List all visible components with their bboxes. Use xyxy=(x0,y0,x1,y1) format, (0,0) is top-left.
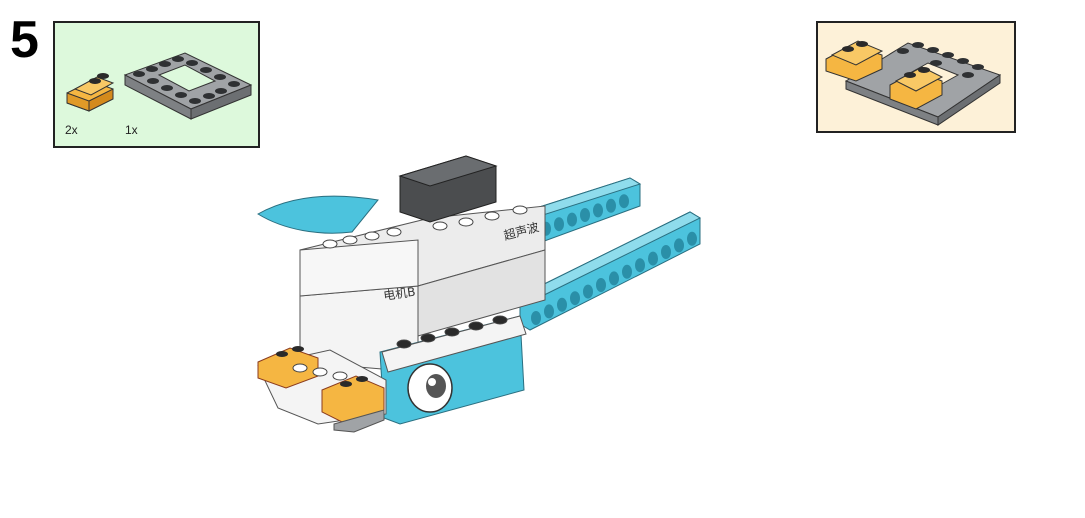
beam-hole xyxy=(596,278,606,292)
beam-hole xyxy=(531,311,541,325)
inverted-slope-brick-icon xyxy=(67,73,113,111)
beam-hole xyxy=(609,271,619,285)
white-front-plate xyxy=(382,316,526,372)
frame-plate-icon xyxy=(125,53,251,119)
beam-hole xyxy=(580,208,590,222)
sub-assembly-callout xyxy=(816,21,1016,133)
beam-hole xyxy=(570,291,580,305)
beam-hole xyxy=(674,238,684,252)
beam-hole xyxy=(606,199,616,213)
part-quantity-1: 2x xyxy=(65,123,78,137)
beam-hole xyxy=(622,265,632,279)
azure-side-plate xyxy=(380,316,524,424)
stud xyxy=(485,212,499,220)
beam-hole xyxy=(661,245,671,259)
beam-hole xyxy=(619,194,629,208)
beam-hole xyxy=(528,226,538,240)
beam-hole xyxy=(515,231,525,245)
beam-hole xyxy=(557,298,567,312)
beam-hole xyxy=(583,285,593,299)
beam-hole xyxy=(593,203,603,217)
front-slope-right xyxy=(322,376,384,432)
beam-hole xyxy=(554,217,564,231)
beam-holes xyxy=(515,194,697,325)
dark-gray-brick xyxy=(400,156,496,222)
beam-hole xyxy=(567,213,577,227)
hub-studs xyxy=(293,206,527,380)
motor-port-label: 电机B xyxy=(382,285,416,303)
stud xyxy=(313,368,327,376)
stud xyxy=(445,328,459,336)
azure-wing xyxy=(258,196,378,233)
stud xyxy=(323,240,337,248)
beam-hole xyxy=(687,232,697,246)
front-slope-left xyxy=(258,346,318,388)
stud xyxy=(343,236,357,244)
stud xyxy=(469,322,483,330)
stud xyxy=(513,206,527,214)
part-quantity-2: 1x xyxy=(125,123,138,137)
parts-list-illustration xyxy=(55,23,258,146)
front-white-bricks xyxy=(258,350,386,424)
smart-hub: 超声波 电机B xyxy=(300,206,545,372)
beam-hole xyxy=(635,258,645,272)
stud xyxy=(365,232,379,240)
azure-beam-lower xyxy=(520,212,700,330)
stud xyxy=(397,340,411,348)
azure-beam-upper xyxy=(505,178,640,250)
stud xyxy=(421,334,435,342)
stud xyxy=(459,218,473,226)
stud xyxy=(387,228,401,236)
stud xyxy=(493,316,507,324)
parts-list-callout: 2x 1x xyxy=(53,21,260,148)
beam-hole xyxy=(544,304,554,318)
beam-hole xyxy=(541,222,551,236)
stud xyxy=(293,364,307,372)
step-number: 5 xyxy=(10,14,39,66)
sub-assembly-illustration xyxy=(818,23,1014,131)
sensor-port-label: 超声波 xyxy=(502,219,541,243)
stud xyxy=(333,372,347,380)
beam-hole xyxy=(648,252,658,266)
stud xyxy=(433,222,447,230)
eye-icon xyxy=(408,364,452,412)
